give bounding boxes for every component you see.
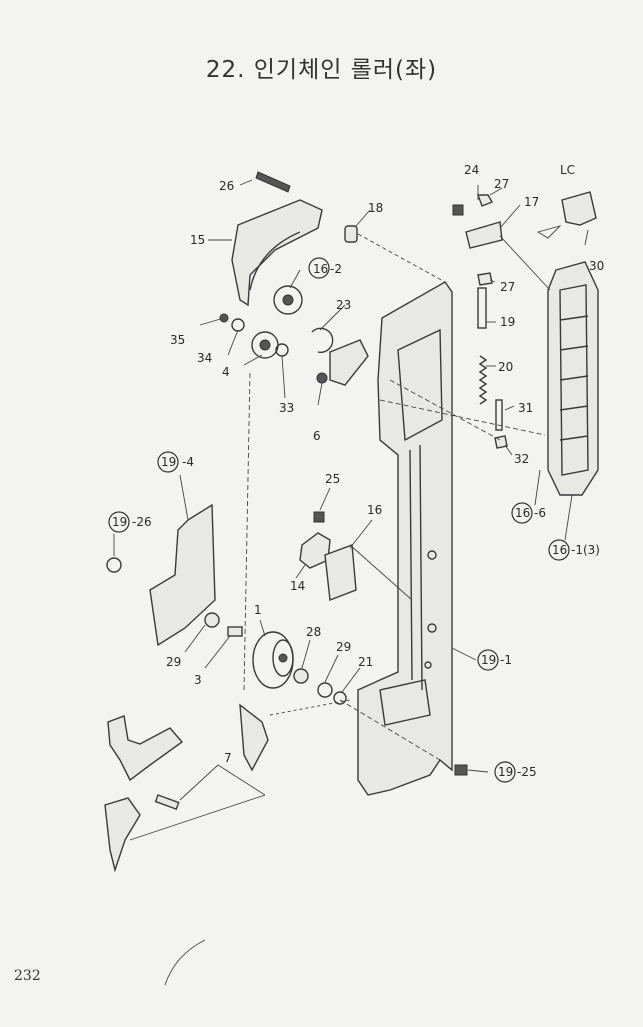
nut-27b (477, 272, 493, 286)
label-21: 21 (358, 655, 373, 669)
label-1: 1 (254, 603, 262, 617)
spring-20 (478, 355, 488, 405)
label-19-4-suffix: -4 (182, 455, 194, 469)
label-3: 3 (194, 673, 202, 687)
cover-arc (249, 231, 301, 291)
label-25: 25 (325, 472, 340, 486)
label-24: 24 (464, 163, 479, 177)
label-19-26-suffix: -26 (132, 515, 152, 529)
pin-7 (154, 794, 180, 810)
label-17: 17 (524, 195, 539, 209)
label-32: 32 (514, 452, 529, 466)
label-28: 28 (306, 625, 321, 639)
collar-29a (204, 612, 220, 628)
bolt-31 (495, 399, 503, 431)
collar-18 (344, 225, 358, 243)
label-16-6: 16 (515, 506, 530, 520)
label-26: 26 (219, 179, 234, 193)
label-29-right: 29 (336, 640, 351, 654)
page-number: 232 (14, 968, 41, 984)
reference-circles (108, 257, 570, 783)
label-27-top: 27 (494, 177, 509, 191)
bolt-25 (313, 511, 325, 523)
label-19-1: 19 (481, 653, 496, 667)
sprocket-4-hub (259, 339, 271, 351)
lc-annotation: LC (560, 163, 575, 177)
frame-hole-a (427, 550, 437, 560)
frame-hole-c (424, 661, 432, 669)
nut-19-26 (106, 557, 122, 573)
label-14: 14 (290, 579, 305, 593)
label-19-1-suffix: -1 (500, 653, 512, 667)
label-30: 30 (589, 259, 604, 273)
label-19-26: 19 (112, 515, 127, 529)
label-18: 18 (368, 201, 383, 215)
label-27-mid: 27 (500, 280, 515, 294)
cam-plate-6 (329, 339, 369, 386)
snap-ring-23 (311, 327, 334, 353)
label-19: 19 (500, 315, 515, 329)
shaft-3 (227, 626, 243, 637)
label-33: 33 (279, 401, 294, 415)
pawl-lower-7 (104, 797, 141, 873)
screw-19 (477, 287, 487, 329)
label-31: 31 (518, 401, 533, 415)
label-15: 15 (190, 233, 205, 247)
chain-7 (107, 715, 184, 782)
frame-inner-channel (409, 444, 423, 691)
bolt-24 (452, 204, 464, 216)
leader-lines (113, 179, 589, 841)
frame-hole-b (427, 623, 437, 633)
bracket-17 (465, 221, 503, 249)
sprocket-16-2-hub (282, 294, 294, 306)
screw-19-25 (454, 764, 468, 776)
bolt-26 (255, 171, 291, 193)
chain-guide-ribs (559, 315, 589, 441)
washer-34 (231, 318, 245, 332)
label-19-25-suffix: -25 (517, 765, 537, 779)
main-frame-plate (357, 281, 453, 796)
bracket-16 (324, 544, 357, 601)
cover-19-4 (149, 503, 216, 647)
ring-21 (333, 691, 347, 705)
frame-lower-tab (379, 679, 431, 726)
label-16-6-suffix: -6 (534, 506, 546, 520)
washer-33 (275, 343, 289, 357)
label-35: 35 (170, 333, 185, 347)
label-7: 7 (224, 751, 232, 765)
nut-27a (477, 194, 494, 207)
label-4: 4 (222, 365, 230, 379)
label-19-4: 19 (161, 455, 176, 469)
label-19-25: 19 (498, 765, 513, 779)
pawl-upper-7 (239, 703, 269, 772)
frame-inner-slot (397, 328, 443, 442)
bracket-30 (561, 191, 597, 226)
roller-1-rim (272, 639, 294, 677)
collar-28 (293, 668, 309, 684)
label-16-2-suffix: -2 (330, 262, 342, 276)
label-16: 16 (367, 503, 382, 517)
sprocket-cover-bracket (231, 199, 323, 307)
chain-guide-inner (559, 284, 589, 476)
label-29-left: 29 (166, 655, 181, 669)
sprocket-16-2 (273, 285, 303, 315)
cam-shaft-6 (316, 372, 328, 384)
label-16-1: 16 (552, 543, 567, 557)
direction-arrow (536, 225, 562, 239)
label-34: 34 (197, 351, 212, 365)
washer-29b (317, 682, 333, 698)
label-23: 23 (336, 298, 351, 312)
label-16-1-suffix: -1(3) (571, 543, 600, 557)
part-number-labels: 26 18 24 27 17 LC 15 16 -2 23 27 30 35 3… (112, 163, 604, 779)
label-20: 20 (498, 360, 513, 374)
label-16-2: 16 (313, 262, 328, 276)
page-title: 22. 인기체인 롤러(좌) (205, 57, 438, 83)
roller-1-hub (278, 653, 288, 663)
label-6: 6 (313, 429, 321, 443)
scan-mark (164, 939, 206, 986)
